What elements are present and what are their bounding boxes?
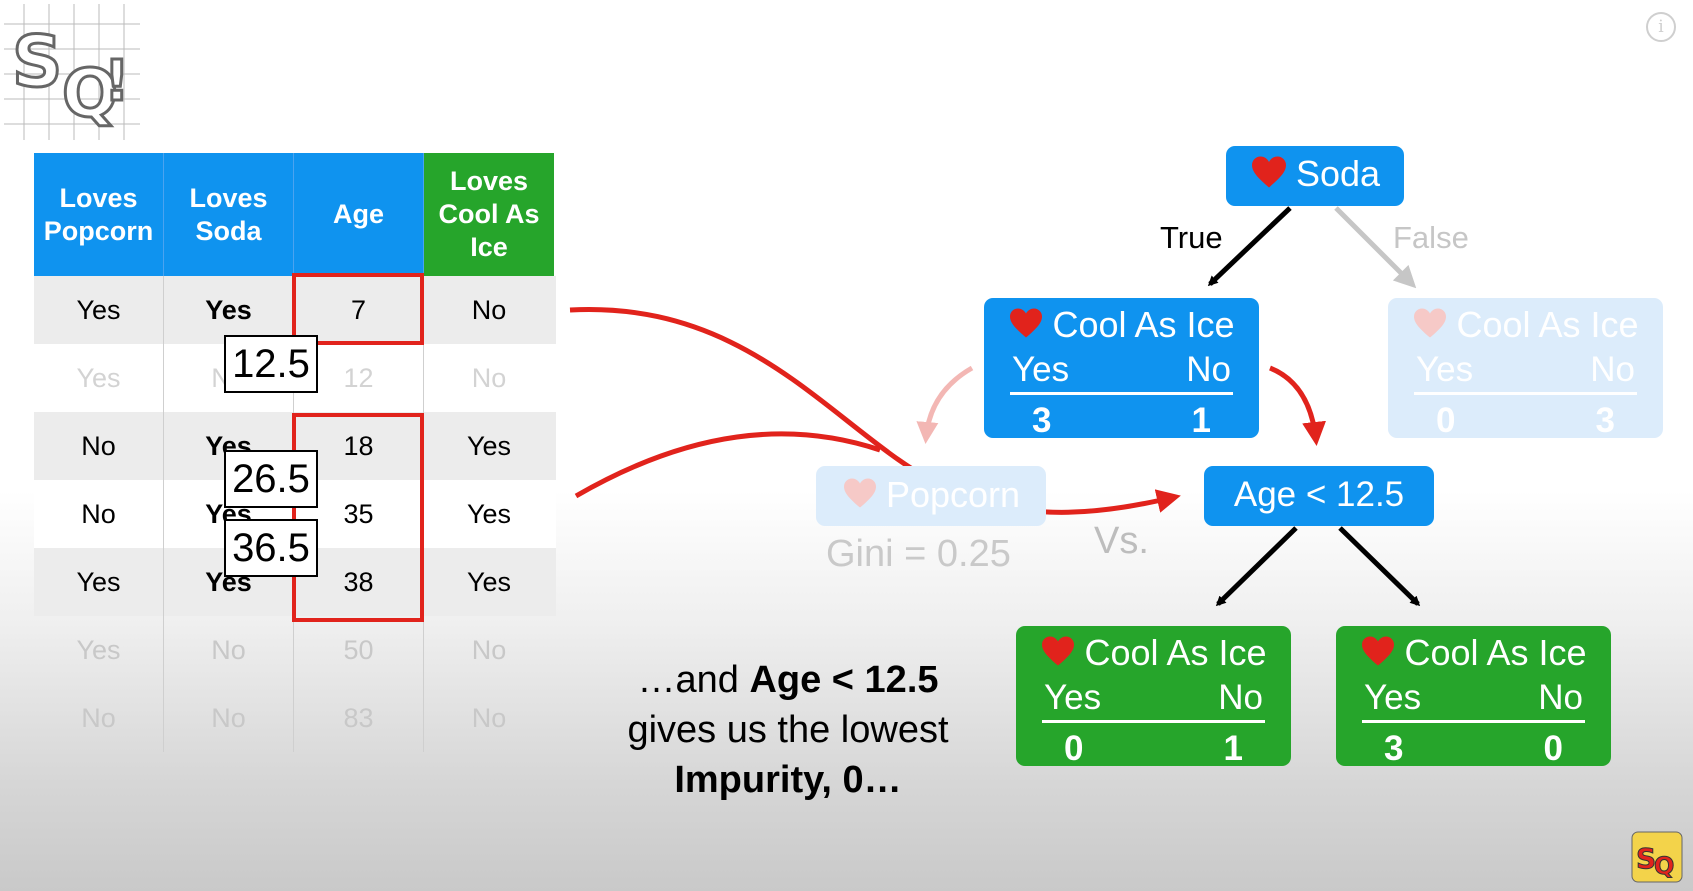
heart-icon bbox=[1412, 306, 1448, 348]
table-cell: No bbox=[34, 480, 164, 548]
threshold-26-5: 26.5 bbox=[224, 450, 318, 508]
table-cell: No bbox=[471, 362, 507, 393]
age-left-edge bbox=[1215, 526, 1298, 607]
svg-text:!: ! bbox=[104, 49, 130, 114]
table-row: Yes No 50 No bbox=[34, 616, 556, 684]
svg-text:Q: Q bbox=[62, 55, 118, 132]
table-cell: No bbox=[34, 684, 164, 752]
table-cell: No bbox=[471, 702, 507, 733]
threshold-curve-bottom bbox=[574, 431, 881, 499]
yes-label: Yes bbox=[1364, 678, 1422, 718]
gini-label: Gini = 0.25 bbox=[826, 533, 1011, 575]
heart-icon bbox=[1040, 634, 1076, 676]
true-label: True bbox=[1160, 220, 1223, 255]
age-highlight-older bbox=[292, 413, 424, 622]
threshold-12-5: 12.5 bbox=[224, 335, 318, 393]
table-cell: Yes bbox=[34, 276, 164, 344]
false-edge bbox=[1334, 206, 1417, 289]
table-cell: 83 bbox=[294, 684, 424, 752]
popcorn-faint-arrow bbox=[916, 365, 974, 444]
age-red-arrow bbox=[1269, 365, 1327, 446]
divider bbox=[1414, 392, 1637, 396]
popcorn-node: Popcorn bbox=[816, 466, 1046, 526]
no-label: No bbox=[1218, 678, 1263, 718]
header-age: Age bbox=[294, 153, 424, 276]
table-cell: No bbox=[164, 684, 294, 752]
node-title: Cool As Ice bbox=[1456, 304, 1639, 345]
yes-count: 0 bbox=[1064, 729, 1084, 769]
node-title: Cool As Ice bbox=[1084, 632, 1267, 673]
divider bbox=[1362, 720, 1585, 724]
node-title: Cool As Ice bbox=[1052, 304, 1235, 345]
no-count: 3 bbox=[1595, 401, 1615, 441]
no-count: 0 bbox=[1543, 729, 1563, 769]
yes-label: Yes bbox=[1012, 350, 1070, 390]
no-label: No bbox=[1186, 350, 1231, 390]
table-row: No No 83 No bbox=[34, 684, 556, 752]
no-count: 1 bbox=[1223, 729, 1243, 769]
root-label: Soda bbox=[1295, 153, 1381, 194]
yes-count: 3 bbox=[1032, 401, 1052, 441]
table-cell: Yes bbox=[466, 430, 512, 461]
caption-line-3: Impurity, 0… bbox=[578, 755, 998, 805]
statquest-logo: S Q ! bbox=[4, 4, 140, 140]
age-node-label: Age < 12.5 bbox=[1233, 475, 1405, 514]
vs-label: Vs. bbox=[1094, 520, 1149, 562]
table-cell: No bbox=[34, 412, 164, 480]
svg-text:S: S bbox=[12, 21, 62, 103]
false-label: False bbox=[1393, 220, 1469, 255]
heart-icon bbox=[1250, 155, 1288, 198]
heart-icon bbox=[1360, 634, 1396, 676]
age-highlight-young bbox=[292, 273, 424, 345]
info-icon[interactable]: i bbox=[1646, 12, 1676, 42]
divider bbox=[1042, 720, 1265, 724]
header-loves-cool-as-ice: Loves Cool As Ice bbox=[424, 153, 554, 276]
table-cell: 50 bbox=[294, 616, 424, 684]
statquest-small-logo: S Q bbox=[1630, 830, 1684, 884]
table-cell: No bbox=[164, 616, 294, 684]
yes-count: 0 bbox=[1436, 401, 1456, 441]
no-count: 1 bbox=[1191, 401, 1211, 441]
no-label: No bbox=[1538, 678, 1583, 718]
age-right-leaf: Cool As Ice Yes No 3 0 bbox=[1336, 626, 1611, 769]
caption-text: , 0… bbox=[821, 759, 902, 801]
popcorn-label: Popcorn bbox=[885, 474, 1021, 515]
yes-count: 3 bbox=[1384, 729, 1404, 769]
svg-text:S: S bbox=[1636, 842, 1656, 875]
table-cell: Yes bbox=[34, 344, 164, 412]
caption-line-1: …and Age < 12.5 bbox=[578, 655, 998, 705]
caption-text: …and bbox=[637, 659, 750, 701]
caption: …and Age < 12.5 gives us the lowest Impu… bbox=[578, 655, 998, 805]
age-node: Age < 12.5 bbox=[1204, 466, 1434, 526]
node-title: Cool As Ice bbox=[1404, 632, 1587, 673]
left-child-node: Cool As Ice Yes No 3 1 bbox=[984, 298, 1259, 441]
yes-label: Yes bbox=[1044, 678, 1102, 718]
svg-text:Q: Q bbox=[1654, 852, 1674, 880]
header-loves-popcorn: Loves Popcorn bbox=[34, 153, 164, 276]
caption-bold: Impurity bbox=[674, 759, 822, 801]
threshold-36-5: 36.5 bbox=[224, 519, 318, 577]
caption-bold: Age < 12.5 bbox=[749, 659, 939, 701]
no-label: No bbox=[1590, 350, 1635, 390]
table-cell: No bbox=[471, 634, 507, 665]
divider bbox=[1010, 392, 1233, 396]
table-cell: No bbox=[471, 294, 507, 325]
root-node: Soda bbox=[1226, 146, 1404, 206]
age-left-leaf: Cool As Ice Yes No 0 1 bbox=[1016, 626, 1291, 769]
right-child-node: Cool As Ice Yes No 0 3 bbox=[1388, 298, 1663, 441]
table-cell: Yes bbox=[466, 498, 512, 529]
table-header: Loves Popcorn Loves Soda Age Loves Cool … bbox=[34, 153, 556, 276]
caption-line-2: gives us the lowest bbox=[627, 709, 949, 751]
table-cell: Yes bbox=[34, 548, 164, 616]
table-cell: Yes bbox=[34, 616, 164, 684]
heart-icon bbox=[1008, 306, 1044, 348]
table-cell: 12 bbox=[294, 344, 424, 412]
header-loves-soda: Loves Soda bbox=[164, 153, 294, 276]
age-right-edge bbox=[1338, 526, 1421, 607]
heart-icon bbox=[842, 476, 878, 518]
yes-label: Yes bbox=[1416, 350, 1474, 390]
table-cell: Yes bbox=[466, 566, 512, 597]
true-edge bbox=[1207, 206, 1292, 287]
